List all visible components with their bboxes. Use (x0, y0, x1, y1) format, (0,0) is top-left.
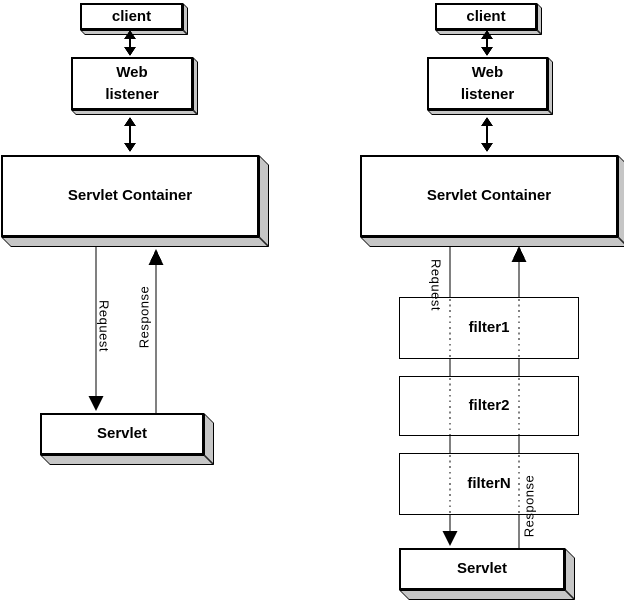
left-servlet-label: Servlet (96, 425, 148, 442)
right-servlet-container-label: Servlet Container (426, 187, 552, 204)
filter2-label: filter2 (468, 397, 510, 414)
filter1-label: filter1 (468, 319, 510, 336)
left-client-weblistener-arrow (124, 30, 136, 56)
filterN-label: filterN (467, 475, 511, 492)
left-web-listener-label-line1: Web (116, 63, 148, 81)
right-request-arrow (442, 247, 458, 546)
left-servlet-container-label: Servlet Container (67, 187, 193, 204)
left-servlet-box: Servlet (40, 413, 204, 455)
left-response-label: Response (136, 285, 152, 349)
right-request-label: Request (428, 259, 444, 311)
right-servlet-box: Servlet (399, 548, 565, 590)
left-servlet-container-box: Servlet Container (1, 155, 259, 237)
left-client-label: client (111, 7, 152, 25)
right-response-label: Response (521, 474, 537, 538)
left-request-arrow (88, 247, 104, 411)
right-response-arrow (511, 246, 527, 548)
right-client-weblistener-arrow (481, 30, 493, 56)
right-client-box: client (435, 3, 537, 30)
right-servlet-container-box: Servlet Container (360, 155, 618, 237)
right-web-listener-label-line2: listener (460, 85, 515, 103)
right-client-label: client (466, 7, 506, 25)
right-weblistener-container-arrow (481, 117, 493, 152)
right-web-listener-label-line1: Web (471, 63, 504, 81)
left-response-arrow (148, 249, 164, 413)
filter1-box: filter1 (399, 297, 579, 359)
right-servlet-label: Servlet (456, 560, 508, 577)
filter2-box: filter2 (399, 376, 579, 436)
left-request-label: Request (96, 300, 112, 352)
right-web-listener-box: Web listener (427, 57, 548, 110)
left-weblistener-container-arrow (124, 117, 136, 152)
left-web-listener-box: Web listener (71, 57, 193, 110)
left-client-box: client (80, 3, 183, 30)
filterN-box: filterN (399, 453, 579, 515)
left-web-listener-label-line2: listener (105, 85, 159, 103)
